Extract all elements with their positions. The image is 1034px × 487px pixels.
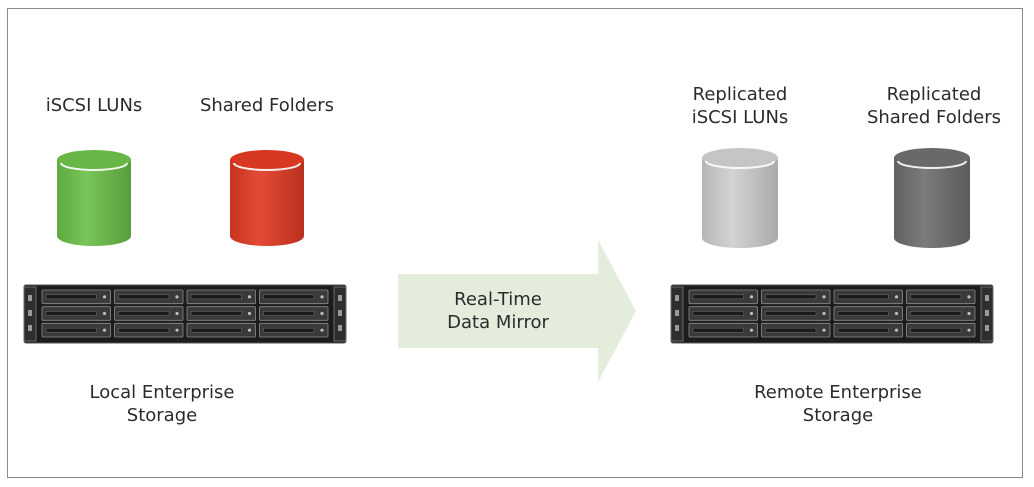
cylinder-top (57, 150, 131, 170)
drive-led (247, 328, 252, 332)
server-led (675, 310, 679, 316)
server-led (338, 295, 342, 301)
cylinder-body (894, 158, 970, 248)
drive-led (894, 295, 899, 299)
drive-handle (45, 311, 97, 316)
server-led (28, 295, 32, 301)
drive-led (749, 311, 754, 316)
drive-handle (837, 327, 889, 333)
drive-handle (765, 327, 817, 333)
drive-led (320, 311, 324, 316)
cylinder-rim (897, 160, 967, 169)
server-led (985, 325, 989, 331)
server-led (28, 310, 32, 316)
server-led (985, 310, 989, 316)
data-mirror-label: Real-Time Data Mirror (447, 289, 549, 333)
drive-handle (692, 294, 744, 300)
arrow-shape (398, 240, 636, 382)
drive-led (749, 295, 754, 299)
drive-led (102, 328, 107, 332)
local-storage-server (23, 284, 347, 344)
data-mirror-arrow (398, 240, 636, 382)
cylinder-top (702, 148, 778, 168)
drive-handle (118, 311, 170, 316)
cylinder-rim (705, 160, 775, 169)
drive-handle (910, 294, 962, 300)
drive-led (320, 295, 324, 299)
server-led (675, 325, 679, 331)
drive-led (247, 311, 252, 316)
cylinder-top (230, 150, 304, 170)
drive-led (175, 328, 179, 332)
cylinder-rim (60, 162, 128, 171)
drive-led (102, 311, 107, 316)
local-shared-folders-cylinder (230, 150, 304, 246)
drive-led (175, 311, 179, 316)
server-led (28, 325, 32, 331)
drive-led (967, 328, 971, 332)
server-led (338, 310, 342, 316)
drive-handle (692, 311, 744, 316)
local-shared-folders-label: Shared Folders (199, 95, 335, 116)
drive-handle (765, 294, 817, 300)
diagram-frame (7, 8, 1023, 478)
cylinder-body (57, 160, 131, 246)
drive-handle (910, 311, 962, 316)
drive-handle (263, 311, 315, 316)
drive-led (967, 295, 971, 299)
server-led (675, 295, 679, 301)
drive-led (102, 295, 107, 299)
server-led (338, 325, 342, 331)
drive-handle (263, 327, 315, 333)
cylinder-body (230, 160, 304, 246)
replicated-iscsi-luns-label: Replicated iSCSI LUNs (691, 84, 789, 128)
drive-handle (190, 327, 242, 333)
drive-led (749, 328, 754, 332)
remote-storage-label: Remote Enterprise Storage (754, 382, 922, 426)
remote-storage-server (670, 284, 994, 344)
local-iscsi-luns-cylinder (57, 150, 131, 246)
drive-handle (837, 311, 889, 316)
drive-handle (190, 294, 242, 300)
drive-handle (45, 327, 97, 333)
drive-led (967, 311, 971, 316)
drive-led (894, 311, 899, 316)
local-storage-label: Local Enterprise Storage (89, 382, 235, 426)
drive-led (247, 295, 252, 299)
replicated-shared-folders-cylinder (894, 148, 970, 248)
server-led (985, 295, 989, 301)
cylinder-body (702, 158, 778, 248)
cylinder-rim (233, 162, 301, 171)
drive-handle (837, 294, 889, 300)
drive-led (822, 311, 826, 316)
replicated-shared-folders-label: Replicated Shared Folders (866, 84, 1002, 128)
drive-led (175, 295, 179, 299)
drive-led (822, 328, 826, 332)
drive-handle (190, 311, 242, 316)
drive-led (894, 328, 899, 332)
local-iscsi-luns-label: iSCSI LUNs (45, 95, 143, 116)
replicated-iscsi-luns-cylinder (702, 148, 778, 248)
drive-handle (118, 327, 170, 333)
drive-handle (692, 327, 744, 333)
drive-handle (765, 311, 817, 316)
drive-handle (263, 294, 315, 300)
drive-led (822, 295, 826, 299)
drive-handle (45, 294, 97, 300)
drive-handle (118, 294, 170, 300)
cylinder-top (894, 148, 970, 168)
drive-handle (910, 327, 962, 333)
drive-led (320, 328, 324, 332)
